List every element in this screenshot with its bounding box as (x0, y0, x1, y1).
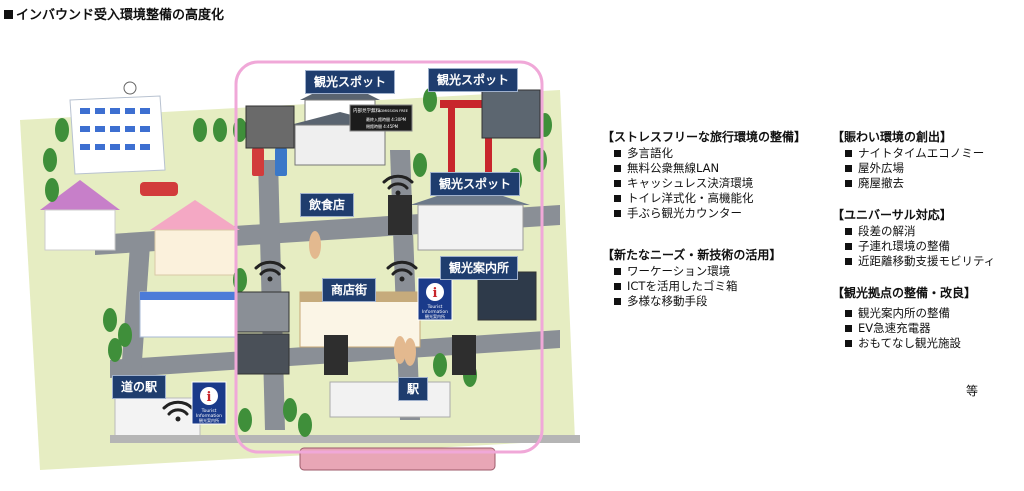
list-item: 廃屋撤去 (843, 176, 984, 191)
tourist-info-sign: i Tourist Information 観光案内所 (191, 381, 227, 425)
admission-sign-line3: 最終入館時間 4:30PM (366, 116, 407, 122)
list-item: 多言語化 (612, 146, 754, 161)
section-heading-universal: 【ユニバーサル対応】 (832, 208, 952, 222)
label-michinoeki: 道の駅 (112, 375, 167, 399)
wifi-dot (395, 190, 401, 196)
wifi-dot (267, 276, 273, 282)
info-sign-line1: Tourist (201, 408, 217, 414)
castle-base (294, 124, 386, 166)
wifi-icon (254, 260, 286, 276)
list-item: 子連れ環境の整備 (843, 239, 995, 254)
section-heading-stress-free: 【ストレスフリーな旅行環境の整備】 (602, 130, 807, 144)
list-item: おもてなし観光施設 (843, 336, 961, 351)
building-photo (481, 89, 541, 139)
smart-bin-icon (452, 335, 476, 375)
info-sign-line3: 観光案内所 (425, 313, 445, 319)
label-info-center: 観光案内所 (440, 256, 519, 280)
list-item: 近距離移動支援モビリティ (843, 254, 995, 269)
station-building (329, 381, 451, 418)
list-item: トイレ洋式化・高機能化 (612, 191, 754, 206)
label-tourist-spot-2: 観光スポット (428, 68, 519, 92)
section-heading-new-needs: 【新たなニーズ・新技術の活用】 (602, 248, 782, 262)
list-new-needs: ワーケーション環境 ICTを活用したゴミ箱 多様な移動手段 (612, 264, 737, 309)
admission-sign-line2: ADMISSION FREE (378, 109, 408, 113)
wifi-dot (175, 416, 181, 422)
office-building (69, 95, 166, 175)
list-item: ICTを活用したゴミ箱 (612, 279, 737, 294)
info-sign-line1: Tourist (427, 304, 443, 310)
cream-building-roof (150, 200, 240, 230)
torii-pillar-right (485, 108, 492, 178)
list-item: EV急速充電器 (843, 321, 961, 336)
red-car-icon (140, 182, 178, 196)
list-vibrancy: ナイトタイムエコノミー 屋外広場 廃屋撤去 (843, 146, 984, 191)
house-body (44, 209, 116, 251)
wifi-icon (382, 174, 414, 190)
list-item: 観光案内所の整備 (843, 306, 961, 321)
tourist-info-sign: i Tourist Information 観光案内所 (417, 277, 453, 321)
list-item: 手ぶら観光カウンター (612, 206, 754, 221)
info-sign-line2: Information (422, 309, 448, 315)
house-roof (40, 180, 120, 210)
section-heading-tourism-hub: 【観光拠点の整備・改良】 (832, 286, 977, 300)
smart-bin-icon (324, 335, 348, 375)
highlight-area-border (234, 60, 544, 454)
inn-body (417, 204, 524, 251)
torii-beam (440, 100, 500, 108)
office-windows (80, 108, 150, 150)
list-item: ナイトタイムエコノミー (843, 146, 984, 161)
admission-sign (349, 104, 413, 132)
info-sign-line3: 観光案内所 (199, 417, 219, 423)
wifi-icon (386, 260, 418, 276)
restroom-female-icon (252, 148, 264, 176)
label-restaurant: 飲食店 (300, 193, 355, 217)
label-shopping-street: 商店街 (322, 278, 377, 302)
info-sign-line2: Information (196, 413, 222, 419)
label-tourist-spot-3: 観光スポット (430, 172, 521, 196)
info-letter-icon: i (433, 286, 438, 301)
list-item: 多様な移動手段 (612, 294, 737, 309)
list-item: キャッシュレス決済環境 (612, 176, 754, 191)
clock-icon (123, 81, 137, 95)
info-letter-icon: i (207, 390, 212, 405)
label-tourist-spot-1: 観光スポット (305, 70, 396, 94)
page-title-text: インバウンド受入環境整備の高度化 (16, 8, 225, 23)
payment-photo (236, 291, 290, 333)
etc-label: 等 (966, 384, 979, 398)
list-item: ワーケーション環境 (612, 264, 737, 279)
railway-track (110, 435, 580, 443)
store-stripe (140, 292, 235, 300)
page-title: インバウンド受入環境整備の高度化 (4, 4, 224, 23)
wifi-dot (399, 276, 405, 282)
title-square-icon (4, 10, 13, 19)
torii-pillar-left (448, 108, 455, 178)
list-item: 無料公衆無線LAN (612, 161, 754, 176)
smart-bin-icon (388, 195, 412, 235)
admission-sign-line4: 閉館時間 4:45PM (366, 123, 399, 129)
list-universal: 段差の解消 子連れ環境の整備 近距離移動支援モビリティ (843, 224, 995, 269)
cream-building (154, 229, 236, 276)
list-tourism-hub: 観光案内所の整備 EV急速充電器 おもてなし観光施設 (843, 306, 961, 351)
town-illustration: 内部見学無料 ADMISSION FREE 最終入館時間 4:30PM 閉館時間… (0, 30, 590, 487)
toilet-photo (245, 105, 295, 149)
list-item: 段差の解消 (843, 224, 995, 239)
workspace-photo (236, 333, 290, 375)
restroom-male-icon (275, 148, 287, 176)
section-heading-vibrancy: 【賑わい環境の創出】 (832, 130, 953, 144)
list-item: 屋外広場 (843, 161, 984, 176)
list-stress-free: 多言語化 無料公衆無線LAN キャッシュレス決済環境 トイレ洋式化・高機能化 手… (612, 146, 754, 221)
wifi-icon (162, 400, 194, 416)
label-station: 駅 (398, 377, 429, 401)
pedestrians (309, 231, 416, 366)
admission-sign-line1: 内部見学無料 (353, 107, 380, 114)
road-vertical-west (120, 245, 150, 390)
